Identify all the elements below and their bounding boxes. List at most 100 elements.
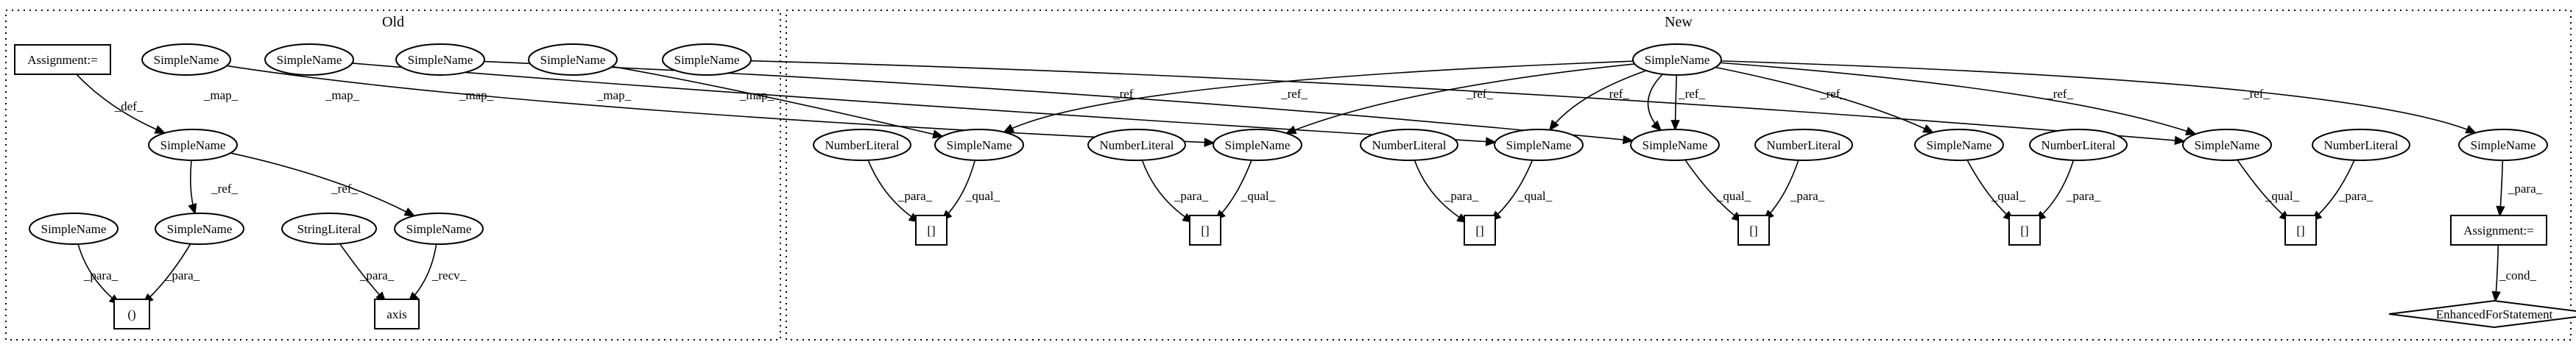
edge-arrowhead xyxy=(1622,135,1634,145)
node-label: NumberLiteral xyxy=(825,138,899,152)
node-n_sn4: SimpleName xyxy=(1630,129,1720,161)
node-n_sn1: SimpleName xyxy=(934,129,1024,161)
node-shape xyxy=(1630,129,1720,161)
node-shape xyxy=(1189,215,1221,246)
cluster-new xyxy=(786,10,2572,340)
edge-label: _para_ xyxy=(2066,189,2101,203)
node-label: Assignment:= xyxy=(2463,224,2534,238)
node-label: SimpleName xyxy=(2195,138,2260,152)
edge-n_top-n_sn5 xyxy=(1715,66,1933,133)
node-shape xyxy=(1737,215,1770,246)
node-label: SimpleName xyxy=(1927,138,1992,152)
node-n_efor: EnhancedForStatement xyxy=(2388,299,2576,329)
edge-o_assign-o_sn_def xyxy=(75,73,165,134)
node-label: EnhancedForStatement xyxy=(2436,307,2553,321)
edge-arrowhead xyxy=(932,129,945,139)
node-shape xyxy=(1360,129,1458,161)
node-label: SimpleName xyxy=(2471,138,2536,152)
edge-n_top-n_sn2 xyxy=(1286,63,1635,134)
node-o_sn5: SimpleName xyxy=(662,43,752,76)
node-o_sn_def: SimpleName xyxy=(148,129,238,161)
node-n_nl4: NumberLiteral xyxy=(1754,129,1853,161)
node-label: NumberLiteral xyxy=(2041,138,2115,152)
node-shape xyxy=(394,213,484,245)
node-shape xyxy=(395,43,485,76)
node-n_nl1: NumberLiteral xyxy=(813,129,911,161)
node-n_sn2: SimpleName xyxy=(1213,129,1302,161)
edge-label: _ref_ xyxy=(1819,87,1846,101)
edge-label: _map_ xyxy=(325,88,360,102)
node-o_sn_right: SimpleName xyxy=(394,213,484,245)
node-label: NumberLiteral xyxy=(2323,138,2398,152)
node-o_sn4: SimpleName xyxy=(528,43,618,76)
node-shape xyxy=(1494,129,1584,161)
node-shape xyxy=(1464,215,1496,246)
edge-label: _qual_ xyxy=(2265,189,2300,203)
edge-arrowhead xyxy=(1651,120,1662,132)
edge-label: _ref_ xyxy=(1112,87,1140,101)
node-o_sn_left: SimpleName xyxy=(29,213,119,245)
node-shape xyxy=(264,43,354,76)
edge-label: _ref_ xyxy=(331,182,358,196)
node-n_nl5: NumberLiteral xyxy=(2029,129,2128,161)
node-n_br4: [] xyxy=(1737,215,1770,246)
edge-label: _ref_ xyxy=(1466,87,1493,101)
edge-label: _qual_ xyxy=(1991,189,2026,203)
edge-label: _map_ xyxy=(739,88,774,102)
node-n_assign: Assignment:= xyxy=(2450,215,2547,246)
edge-o_sn4-n_sn1 xyxy=(612,65,943,138)
node-shape xyxy=(2312,129,2410,161)
node-o_axis: axis xyxy=(374,299,420,329)
node-o_strlit: StringLiteral xyxy=(281,213,377,245)
edge-arrowhead xyxy=(2491,290,2501,303)
node-label: SimpleName xyxy=(41,222,107,236)
edge-o_sn2-n_sn3 xyxy=(352,63,1495,143)
node-label: [] xyxy=(1749,224,1757,238)
edge-arrowhead xyxy=(1285,125,1297,135)
edge-label: _def_ xyxy=(114,99,144,113)
node-o_call: () xyxy=(113,299,150,329)
node-shape xyxy=(29,213,119,245)
edge-label: _qual_ xyxy=(965,189,1001,203)
node-shape xyxy=(2450,215,2547,246)
node-shape xyxy=(528,43,618,76)
edge-label: _para_ xyxy=(359,268,395,282)
node-shape xyxy=(113,299,150,329)
edge-label: _ref_ xyxy=(2046,87,2073,101)
edge-arrowhead xyxy=(2496,205,2505,218)
node-n_sn3: SimpleName xyxy=(1494,129,1584,161)
edge-arrowhead xyxy=(154,125,166,134)
node-label: SimpleName xyxy=(540,53,606,67)
edge-n_top-n_sn6 xyxy=(1720,62,2196,135)
node-label: SimpleName xyxy=(160,138,226,152)
node-label: [] xyxy=(1475,224,1483,238)
node-shape xyxy=(2284,215,2317,246)
node-shape xyxy=(2008,215,2041,246)
node-label: [] xyxy=(927,224,935,238)
node-o_sn3: SimpleName xyxy=(395,43,485,76)
node-n_top: SimpleName xyxy=(1632,43,1722,76)
node-shape xyxy=(2458,129,2548,161)
edge-arrowhead xyxy=(2465,124,2477,134)
node-label: SimpleName xyxy=(408,53,473,67)
edge-arrowhead xyxy=(1204,138,1215,147)
node-label: SimpleName xyxy=(167,222,233,236)
node-shape xyxy=(915,215,948,246)
edge-arrowhead xyxy=(403,207,416,217)
node-label: Assignment:= xyxy=(27,53,98,67)
edge-label: _qual_ xyxy=(1517,189,1553,203)
edge-arrowhead xyxy=(2174,135,2186,146)
node-shape xyxy=(1632,43,1722,76)
node-shape xyxy=(934,129,1024,161)
edge-label: _ref_ xyxy=(1678,87,1705,101)
edge-arrowhead xyxy=(1485,137,1497,146)
node-n_br5: [] xyxy=(2008,215,2041,246)
cluster-old xyxy=(5,10,781,340)
node-label: NumberLiteral xyxy=(1099,138,1174,152)
node-shape xyxy=(2388,299,2576,329)
node-shape xyxy=(14,44,111,75)
edge-label: _qual_ xyxy=(1241,189,1276,203)
